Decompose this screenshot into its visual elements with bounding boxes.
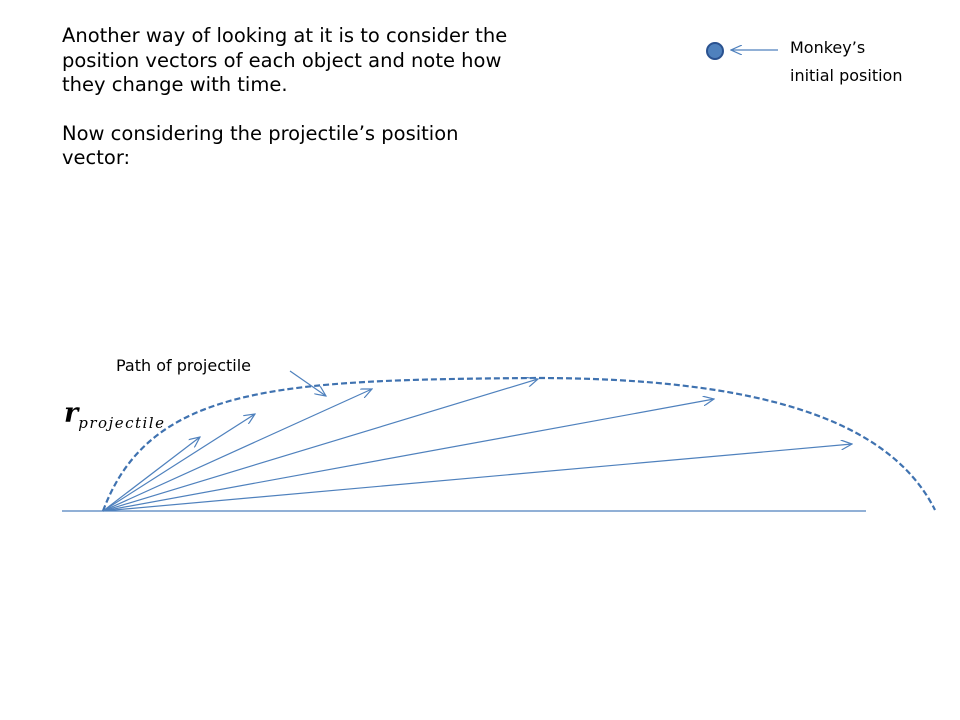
path-of-projectile-label: Path of projectile (116, 356, 252, 375)
r-projectile-label: rprojectile (64, 398, 165, 432)
vector-symbol: r (64, 398, 79, 429)
position-vector-1 (102, 437, 200, 512)
paragraph-position-vectors: Another way of looking at it is to consi… (62, 24, 508, 96)
position-vector-2 (102, 414, 255, 512)
position-vector-3 (102, 389, 372, 512)
position-vector-6 (102, 444, 852, 512)
monkey-label-line-1: Monkey’s (790, 38, 866, 57)
explanation-text: Another way of looking at it is to consi… (62, 24, 532, 171)
path-label-pointer (289, 370, 326, 396)
position-vector-5 (102, 399, 714, 512)
vector-subscript: projectile (78, 414, 166, 432)
paragraph-projectile-vector: Now considering the projectile’s positio… (62, 121, 459, 170)
projectile-trajectory (101, 376, 936, 512)
monkey-label-line-2: initial position (790, 66, 903, 85)
monkey-dot (706, 42, 724, 60)
monkey-initial-position-label: Monkey’s initial position (790, 34, 960, 90)
position-vector-4 (102, 379, 538, 512)
